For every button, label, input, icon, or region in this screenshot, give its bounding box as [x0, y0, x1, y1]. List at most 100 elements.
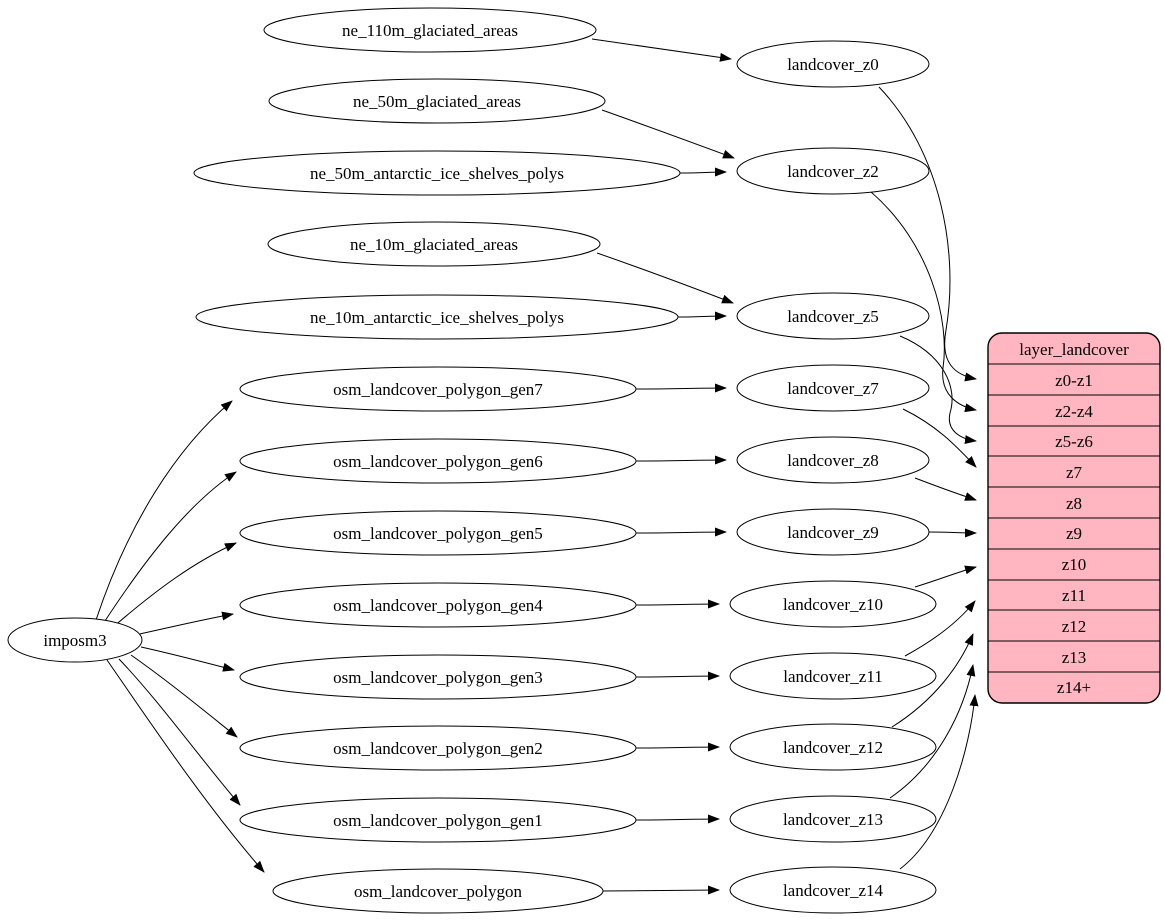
node-landcover-z5: landcover_z5	[736, 292, 930, 340]
node-landcover-z9-label: landcover_z9	[787, 523, 879, 542]
edge-ne50m-ant-z2	[679, 167, 727, 177]
node-osm-landcover-polygon-gen6: osm_landcover_polygon_gen6	[239, 438, 637, 484]
node-landcover-z14-label: landcover_z14	[783, 881, 884, 900]
edge-imposm3-gen1	[118, 658, 241, 806]
edge-gen3-z11	[635, 671, 720, 681]
edge-imposm3-polygon	[106, 659, 265, 873]
node-osm-landcover-polygon-label: osm_landcover_polygon	[354, 882, 523, 901]
node-ne-50m-glaciated-areas-shape	[268, 78, 606, 124]
edge-z0-row-z0z1	[878, 86, 977, 382]
edge-ne50m-glac-z2	[601, 109, 735, 159]
node-landcover-z11-label: landcover_z11	[783, 667, 882, 686]
node-osm-landcover-polygon-gen6-label: osm_landcover_polygon_gen6	[333, 452, 543, 471]
edge-z13-row-z13	[889, 664, 976, 799]
node-ne-50m-antarctic-ice-shelves-polys-shape	[193, 150, 681, 196]
table-row-z7: z7	[1066, 463, 1083, 482]
node-landcover-z0: landcover_z0	[736, 40, 930, 88]
node-landcover-z7: landcover_z7	[736, 364, 930, 412]
edge-z2-row-z2z4	[870, 191, 977, 413]
node-landcover-z12: landcover_z12	[729, 723, 937, 771]
table-row-z8: z8	[1066, 494, 1082, 513]
node-osm-landcover-polygon-gen3-shape	[239, 654, 637, 700]
layer-landcover-table: layer_landcover z0-z1 z2-z4 z5-z6 z7 z8 …	[987, 332, 1161, 704]
node-osm-landcover-polygon-gen5-label: osm_landcover_polygon_gen5	[333, 524, 543, 543]
node-osm-landcover-polygon-gen5: osm_landcover_polygon_gen5	[239, 510, 637, 556]
node-ne-10m-glaciated-areas-label: ne_10m_glaciated_areas	[350, 235, 518, 254]
node-osm-landcover-polygon: osm_landcover_polygon	[272, 868, 604, 914]
node-ne-50m-glaciated-areas-label: ne_50m_glaciated_areas	[353, 92, 521, 111]
node-landcover-z11: landcover_z11	[729, 652, 937, 700]
edge-z8-row-z8	[914, 477, 977, 501]
table-title: layer_landcover	[1019, 340, 1129, 359]
edge-gen4-z10	[635, 599, 720, 609]
node-ne-50m-glaciated-areas: ne_50m_glaciated_areas	[268, 78, 606, 124]
edge-ne10m-glac-z5	[596, 252, 734, 304]
node-osm-landcover-polygon-gen2: osm_landcover_polygon_gen2	[239, 725, 637, 771]
node-osm-landcover-polygon-gen1: osm_landcover_polygon_gen1	[239, 797, 637, 843]
table-row-z9: z9	[1066, 524, 1082, 543]
node-landcover-z7-label: landcover_z7	[787, 379, 879, 398]
edge-imposm3-gen3	[140, 646, 235, 672]
node-osm-landcover-polygon-gen1-label: osm_landcover_polygon_gen1	[333, 811, 543, 830]
node-landcover-z8-label: landcover_z8	[787, 451, 879, 470]
edge-z5-row-z5z6	[899, 335, 977, 445]
edge-z10-row-z10	[914, 565, 977, 588]
table-row-z2-z4: z2-z4	[1055, 402, 1093, 421]
node-landcover-z10-label: landcover_z10	[783, 595, 883, 614]
edge-ne10m-ant-z5	[677, 311, 727, 321]
table-row-z12: z12	[1062, 617, 1087, 636]
edge-ne110m-z0	[591, 38, 732, 62]
table-row-z11: z11	[1062, 586, 1086, 605]
node-osm-landcover-polygon-gen3-label: osm_landcover_polygon_gen3	[333, 668, 543, 687]
node-landcover-z12-label: landcover_z12	[783, 738, 883, 757]
node-osm-landcover-polygon-gen2-shape	[239, 725, 637, 771]
node-osm-landcover-polygon-gen3: osm_landcover_polygon_gen3	[239, 654, 637, 700]
edge-polygon-z14	[602, 885, 720, 895]
edge-gen6-z8	[635, 455, 727, 465]
node-landcover-z2-label: landcover_z2	[787, 162, 879, 181]
node-landcover-z8-shape	[736, 436, 930, 484]
edge-z12-row-z12	[891, 633, 974, 728]
table-row-z0-z1: z0-z1	[1055, 371, 1093, 390]
node-landcover-z2-shape	[736, 147, 930, 195]
node-osm-landcover-polygon-gen7: osm_landcover_polygon_gen7	[239, 366, 637, 412]
node-landcover-z12-shape	[729, 723, 937, 771]
node-imposm3-label: imposm3	[43, 631, 106, 650]
node-landcover-z13-label: landcover_z13	[783, 810, 883, 829]
edge-z14-row-z14	[899, 694, 979, 870]
edge-z11-row-z11	[904, 600, 976, 657]
node-landcover-z0-shape	[736, 40, 930, 88]
edge-imposm3-gen4	[139, 611, 234, 635]
node-landcover-z9: landcover_z9	[736, 508, 930, 556]
node-osm-landcover-polygon-gen6-shape	[239, 438, 637, 484]
node-landcover-z5-label: landcover_z5	[787, 307, 879, 326]
node-landcover-z10: landcover_z10	[729, 580, 937, 628]
node-ne-10m-glaciated-areas: ne_10m_glaciated_areas	[267, 221, 601, 267]
node-ne-10m-antarctic-ice-shelves-polys: ne_10m_antarctic_ice_shelves_polys	[195, 294, 679, 340]
node-landcover-z13-shape	[729, 795, 937, 843]
node-ne-110m-glaciated-areas-shape	[263, 7, 597, 53]
node-landcover-z14-shape	[729, 866, 937, 914]
node-osm-landcover-polygon-gen5-shape	[239, 510, 637, 556]
node-landcover-z2: landcover_z2	[736, 147, 930, 195]
edge-imposm3-gen6	[102, 471, 237, 625]
node-landcover-z5-shape	[736, 292, 930, 340]
node-landcover-z14: landcover_z14	[729, 866, 937, 914]
node-landcover-z13: landcover_z13	[729, 795, 937, 843]
edge-z7-row-z7	[902, 408, 977, 468]
edge-imposm3-gen7	[95, 400, 233, 621]
edge-gen2-z12	[635, 742, 720, 752]
node-osm-landcover-polygon-gen4: osm_landcover_polygon_gen4	[239, 582, 637, 628]
node-osm-landcover-polygon-gen7-shape	[239, 366, 637, 412]
node-landcover-z10-shape	[729, 580, 937, 628]
node-osm-landcover-polygon-gen1-shape	[239, 797, 637, 843]
table-row-z14: z14+	[1057, 678, 1091, 697]
node-osm-landcover-polygon-gen4-label: osm_landcover_polygon_gen4	[333, 596, 543, 615]
node-osm-landcover-polygon-shape	[272, 868, 604, 914]
table-row-z13: z13	[1062, 648, 1087, 667]
node-ne-50m-antarctic-ice-shelves-polys: ne_50m_antarctic_ice_shelves_polys	[193, 150, 681, 196]
node-osm-landcover-polygon-gen4-shape	[239, 582, 637, 628]
node-landcover-z0-label: landcover_z0	[787, 55, 879, 74]
node-ne-10m-antarctic-ice-shelves-polys-shape	[195, 294, 679, 340]
